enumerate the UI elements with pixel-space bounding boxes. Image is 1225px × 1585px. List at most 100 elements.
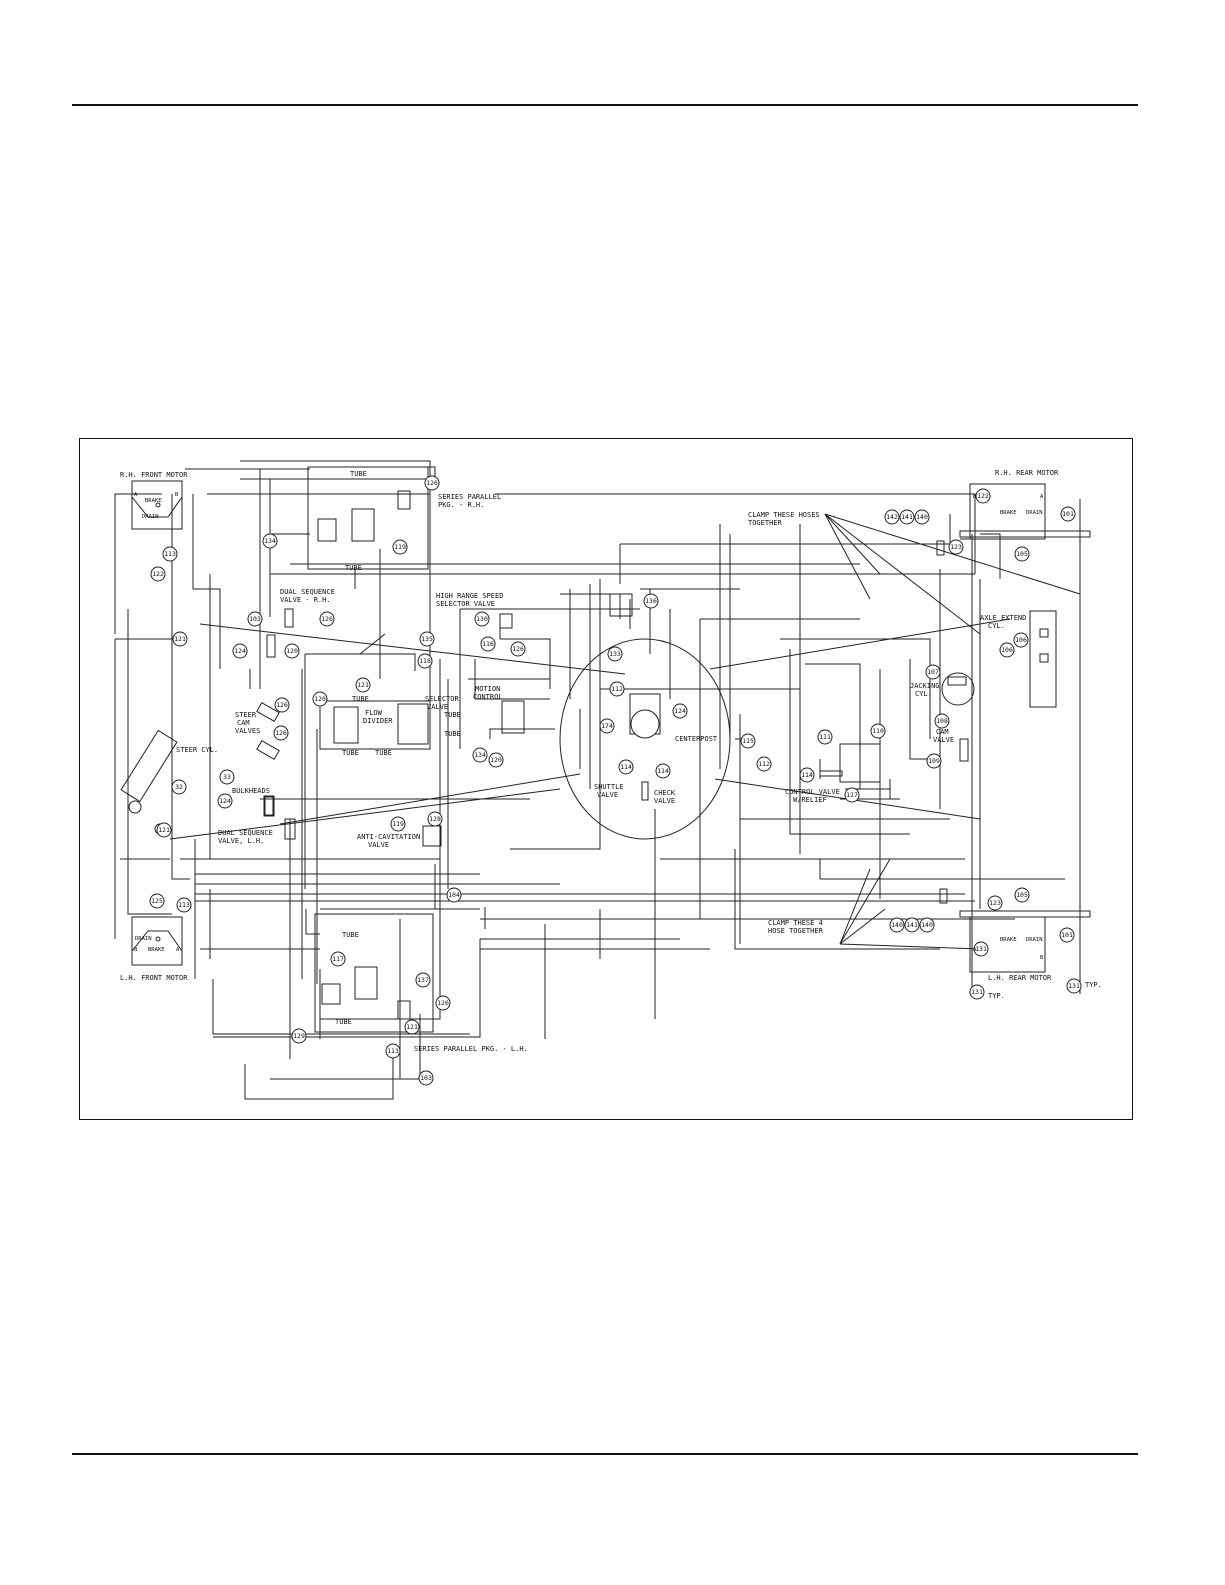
callout: 108 [934,713,950,729]
hydraulic-schematic: 126 134 119 113 122 103 126 121 124 120 … [79,438,1133,1120]
callout: 130 [474,611,490,627]
callout: 112 [756,756,772,772]
svg-text:TYP.: TYP. [1085,981,1102,989]
series-parallel-rh [307,466,429,570]
callout: 119 [392,539,408,555]
svg-text:114: 114 [657,767,669,775]
svg-text:TUBE: TUBE [444,730,461,738]
svg-text:VALVE: VALVE [368,841,389,849]
svg-text:HIGH RANGE SPEED: HIGH RANGE SPEED [436,592,503,600]
svg-text:140: 140 [916,513,928,521]
callout: 136 [643,593,659,609]
svg-text:131: 131 [971,988,983,996]
high-range-selector [499,613,513,629]
svg-text:131: 131 [975,945,987,953]
top-rule [72,104,1138,106]
svg-text:VALVE: VALVE [427,703,448,711]
svg-text:126: 126 [512,645,524,653]
svg-text:105: 105 [1016,550,1028,558]
lh-front-motor [131,916,183,966]
svg-text:108: 108 [936,717,948,725]
svg-text:126: 126 [321,615,333,623]
svg-text:124: 124 [234,647,246,655]
svg-text:FLOW: FLOW [365,709,383,717]
svg-text:CYL.: CYL. [988,622,1005,630]
svg-text:33: 33 [223,773,231,781]
svg-text:VALVE: VALVE [654,797,675,805]
svg-text:TUBE: TUBE [375,749,392,757]
svg-text:142: 142 [886,513,898,521]
callout: 114 [799,767,815,783]
label-lh-front-motor: L.H. FRONT MOTOR [120,974,188,982]
steer-cylinder [120,729,178,803]
schematic-canvas: 126 134 119 113 122 103 126 121 124 120 … [114,460,1102,1100]
svg-text:TOGETHER: TOGETHER [748,519,783,527]
callout: 126 [510,641,526,657]
callout: 140 [914,509,930,525]
callout: 126 [424,475,440,491]
svg-text:113: 113 [164,550,176,558]
dual-sequence-lh [284,818,296,840]
svg-text:TYP.: TYP. [988,992,1005,1000]
callout: 115 [740,733,756,749]
svg-text:32: 32 [175,783,183,791]
svg-text:130: 130 [476,615,488,623]
svg-text:DRAIN: DRAIN [1026,937,1043,943]
callout: 134 [262,533,278,549]
svg-text:A: A [176,947,180,953]
centerpost [559,638,731,840]
svg-text:115: 115 [742,737,754,745]
svg-text:133: 133 [609,650,621,658]
callout: 121 [404,1019,420,1035]
svg-text:CONTROL VALVE: CONTROL VALVE [785,788,840,796]
svg-text:VALVES: VALVES [235,727,260,735]
callout: 126 [435,995,451,1011]
svg-text:SHUTTLE: SHUTTLE [594,783,624,791]
svg-text:125: 125 [151,897,163,905]
callout: 133 [607,646,623,662]
callout: 116 [480,636,496,652]
callout: 117 [330,951,346,967]
svg-text:SELECTOR: SELECTOR [425,695,460,703]
svg-text:112: 112 [758,760,770,768]
callout: 32 [171,779,187,795]
callout: 174 [599,718,615,734]
svg-text:117: 117 [332,955,344,963]
svg-text:141: 141 [906,921,918,929]
svg-text:126: 126 [275,729,287,737]
svg-text:BRAKE: BRAKE [1000,937,1017,943]
rh-front-motor [131,480,183,530]
callout: 109 [926,753,942,769]
callout: 131 [969,984,985,1000]
svg-text:111: 111 [819,733,831,741]
callout: 113 [162,546,178,562]
callout: 140 [919,917,935,933]
callout: 113 [385,1043,401,1059]
callout: 114 [618,759,634,775]
svg-text:106: 106 [1015,636,1027,644]
callout: 113 [176,897,192,913]
callout: 131 [1066,978,1082,994]
svg-text:121: 121 [406,1023,418,1031]
selector-valve [397,703,429,745]
svg-text:BULKHEADS: BULKHEADS [232,787,270,795]
svg-text:VALVE: VALVE [597,791,618,799]
callout: 121 [355,677,371,693]
svg-text:104: 104 [448,891,460,899]
svg-text:109: 109 [928,757,940,765]
svg-text:113: 113 [387,1047,399,1055]
svg-text:103: 103 [420,1074,432,1082]
callout: 120 [488,752,504,768]
svg-text:110: 110 [872,727,884,735]
callout: 134 [472,747,488,763]
svg-text:JACKING: JACKING [910,682,940,690]
callout: 141 [899,509,915,525]
callout: 126 [319,611,335,627]
callout: 124 [672,703,688,719]
svg-text:A: A [1040,494,1044,500]
callout: 106 [999,642,1015,658]
svg-text:101: 101 [1062,510,1074,518]
svg-text:122: 122 [977,492,989,500]
svg-text:126: 126 [437,999,449,1007]
